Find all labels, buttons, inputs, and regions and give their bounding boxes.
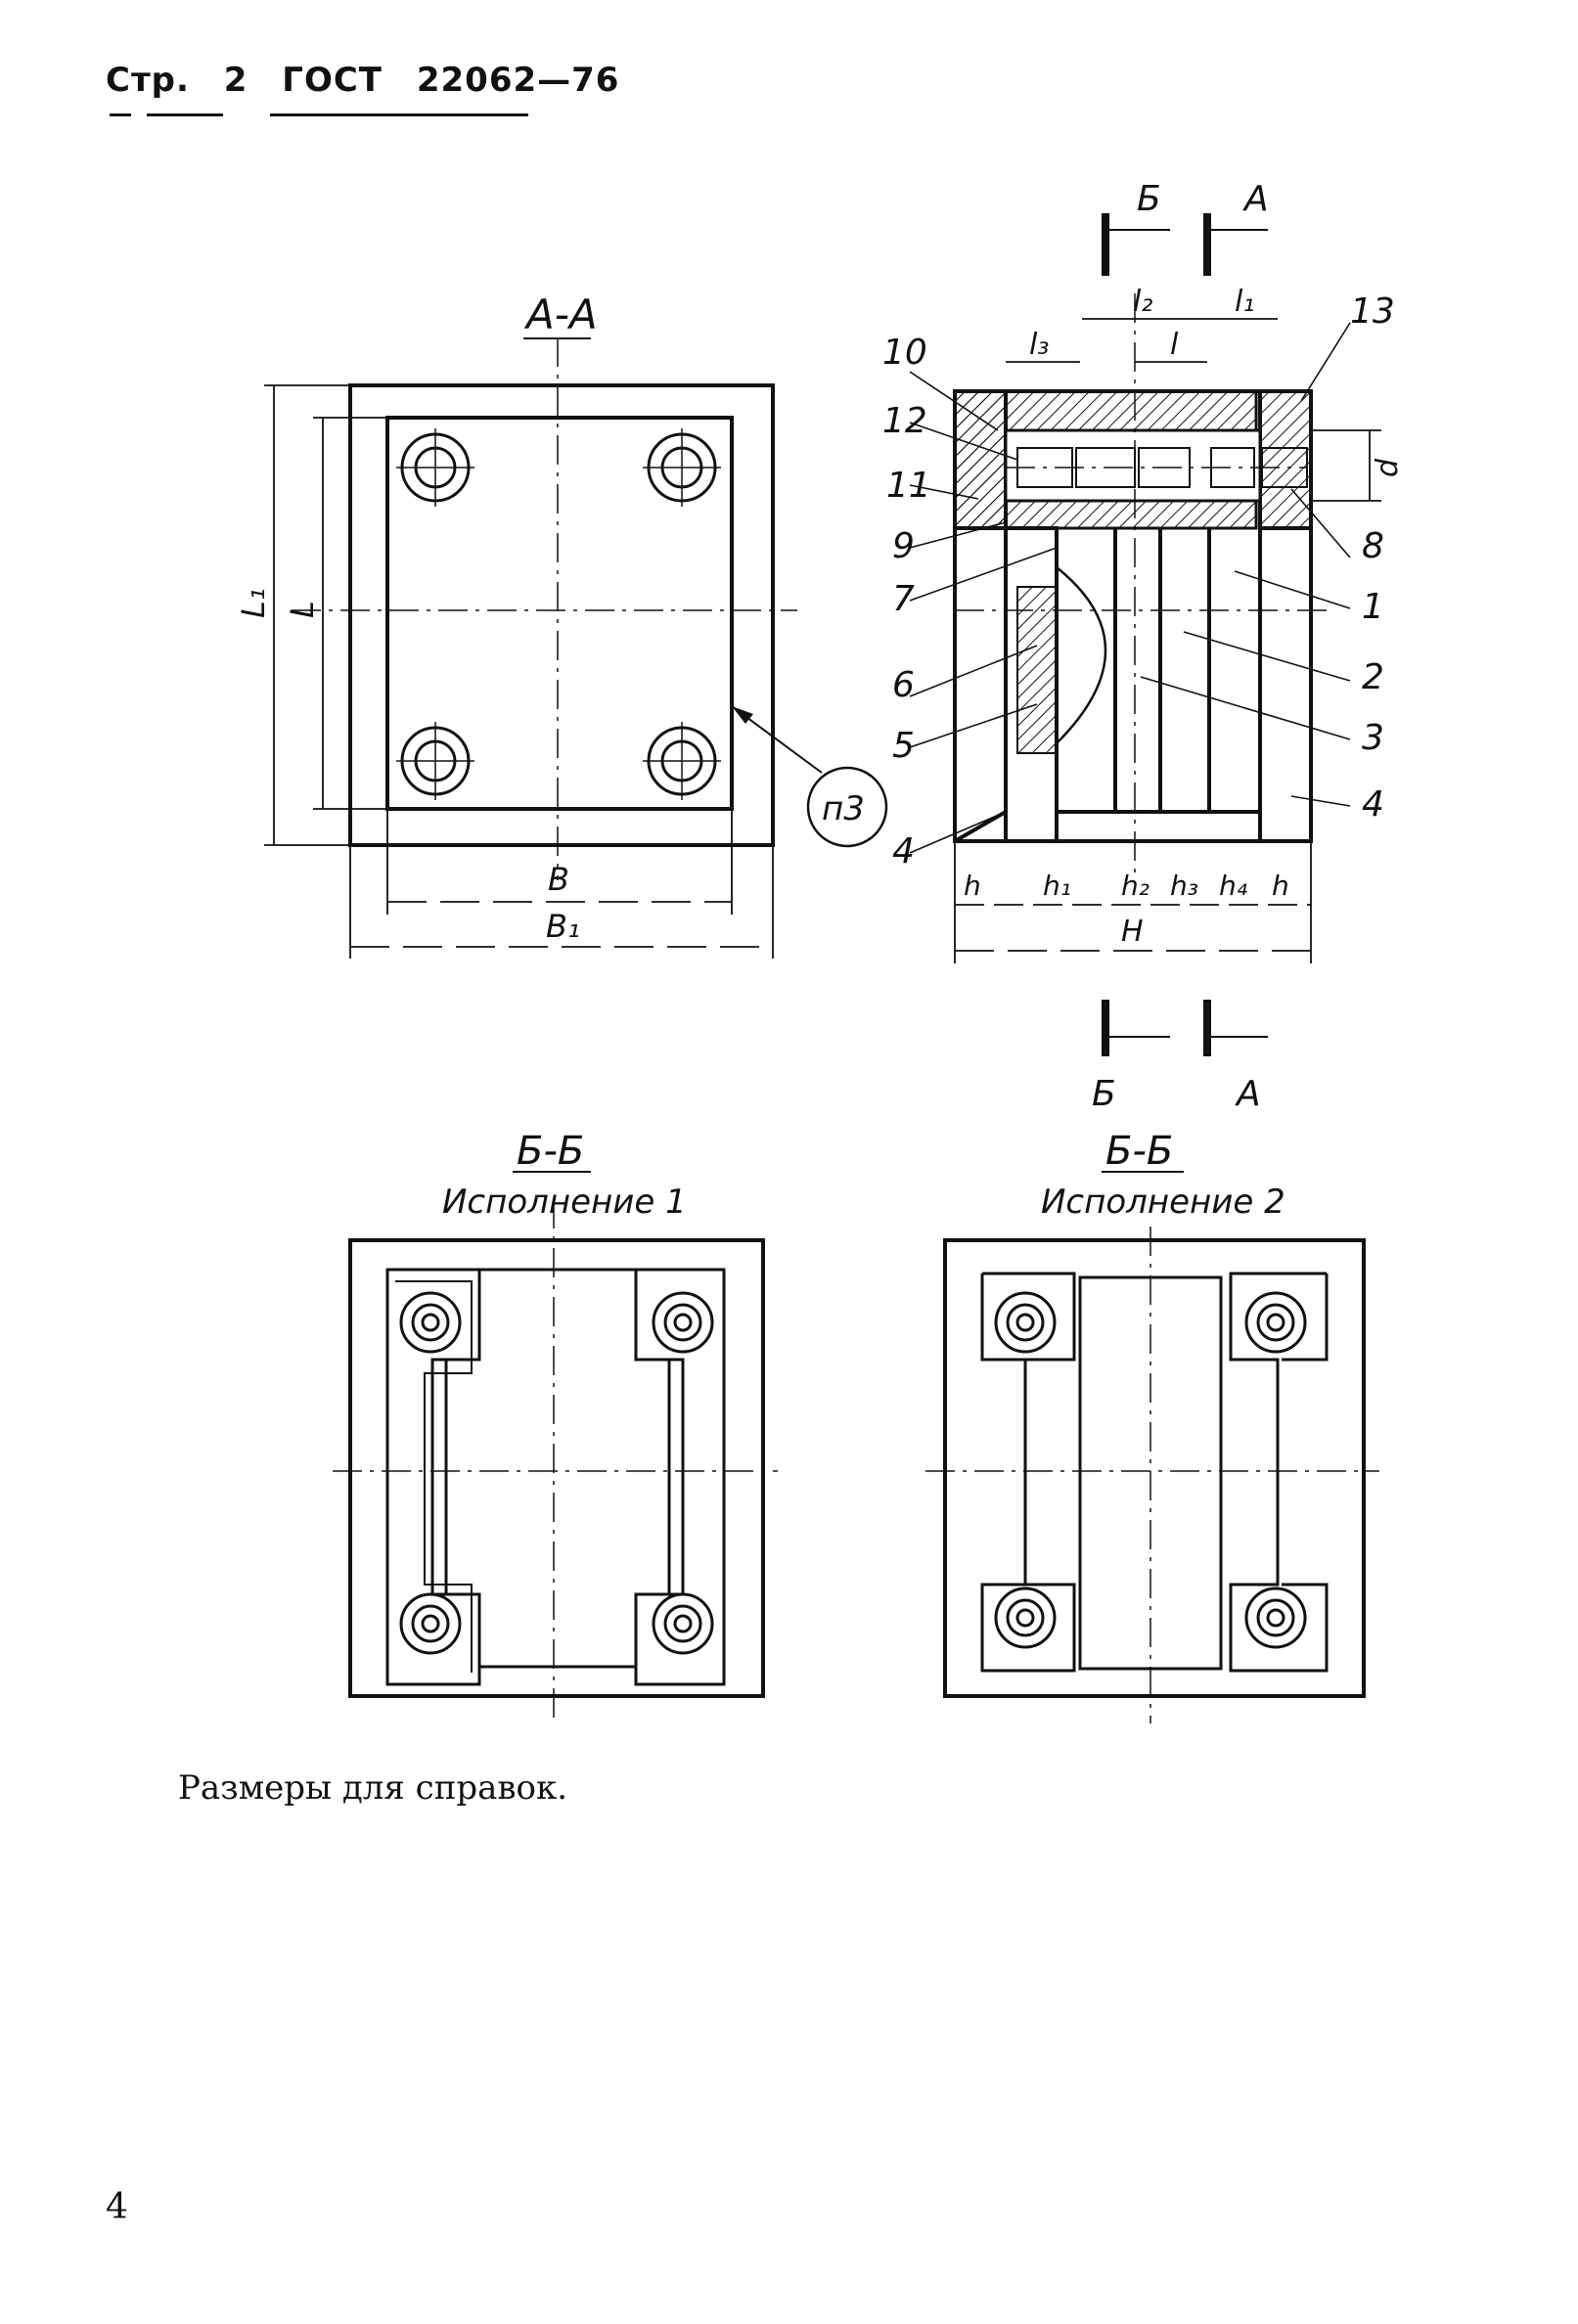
label-6: 6	[892, 665, 915, 705]
page-no: 2	[223, 61, 248, 100]
dim-B1: B₁	[546, 908, 580, 945]
label-10: 10	[882, 333, 927, 373]
inner-plate	[385, 416, 734, 811]
view-bb2-subtitle: Исполнение 2	[1041, 1183, 1285, 1222]
dim-l3: l₃	[1029, 328, 1049, 362]
dim-h1: h₁	[1043, 870, 1071, 902]
label-9: 9	[892, 526, 915, 566]
view-bb-2: Б-Б Исполнение 2	[925, 1129, 1379, 1723]
dim-h4: h₄	[1219, 870, 1247, 902]
view-bb-1: Б-Б Исполнение 1	[333, 1129, 778, 1723]
page-label: Стр.	[106, 61, 190, 100]
label-8: 8	[1362, 526, 1384, 566]
view-a-a: А-А L₁ L B B	[235, 290, 888, 959]
label-3: 3	[1362, 718, 1384, 758]
dim-L1: L₁	[235, 588, 272, 618]
label-1: 1	[1362, 587, 1384, 627]
cut-b-bottom: Б	[1092, 1074, 1116, 1114]
part-4-right	[1258, 526, 1313, 843]
label-12: 12	[882, 401, 927, 441]
section-view: Б А	[882, 179, 1405, 1114]
header-underline	[270, 113, 528, 116]
header-underline	[110, 113, 131, 116]
view-bb2-title: Б-Б	[1105, 1129, 1173, 1174]
label-2: 2	[1362, 657, 1384, 697]
cut-a-top: А	[1242, 179, 1269, 219]
dim-L: L	[284, 601, 321, 618]
dim-h-right: h	[1272, 870, 1289, 902]
label-13: 13	[1350, 291, 1395, 332]
label-11: 11	[886, 466, 931, 506]
cut-a-bottom: А	[1235, 1074, 1261, 1114]
dim-l: l	[1170, 328, 1179, 362]
label-4-left: 4	[892, 831, 915, 872]
reference-note: Размеры для справок.	[178, 1768, 568, 1808]
cut-b-top: Б	[1137, 179, 1161, 219]
dim-B: B	[548, 861, 569, 898]
view-aa-title: А-А	[523, 290, 598, 338]
view-bb1-subtitle: Исполнение 1	[442, 1183, 687, 1222]
dim-h-left: h	[964, 870, 981, 902]
dim-d: d	[1371, 458, 1405, 477]
outer-plate	[348, 383, 775, 847]
dim-H: H	[1121, 915, 1144, 949]
standard-label: ГОСТ	[282, 61, 383, 100]
page-number: 4	[106, 2187, 128, 2227]
dim-l1: l₁	[1235, 285, 1254, 319]
standard-number: 22062—76	[416, 61, 620, 100]
page-header: Стр. 2 ГОСТ 22062—76	[106, 61, 641, 100]
header-underline	[147, 113, 223, 116]
dim-h2: h₂	[1121, 870, 1150, 902]
label-4-right: 4	[1362, 784, 1384, 825]
label-7: 7	[892, 579, 915, 619]
label-5: 5	[892, 726, 915, 766]
view-bb1-title: Б-Б	[517, 1129, 584, 1174]
dim-l2: l₂	[1133, 285, 1152, 319]
callout-p3: п3	[822, 789, 865, 828]
dim-h3: h₃	[1170, 870, 1198, 902]
